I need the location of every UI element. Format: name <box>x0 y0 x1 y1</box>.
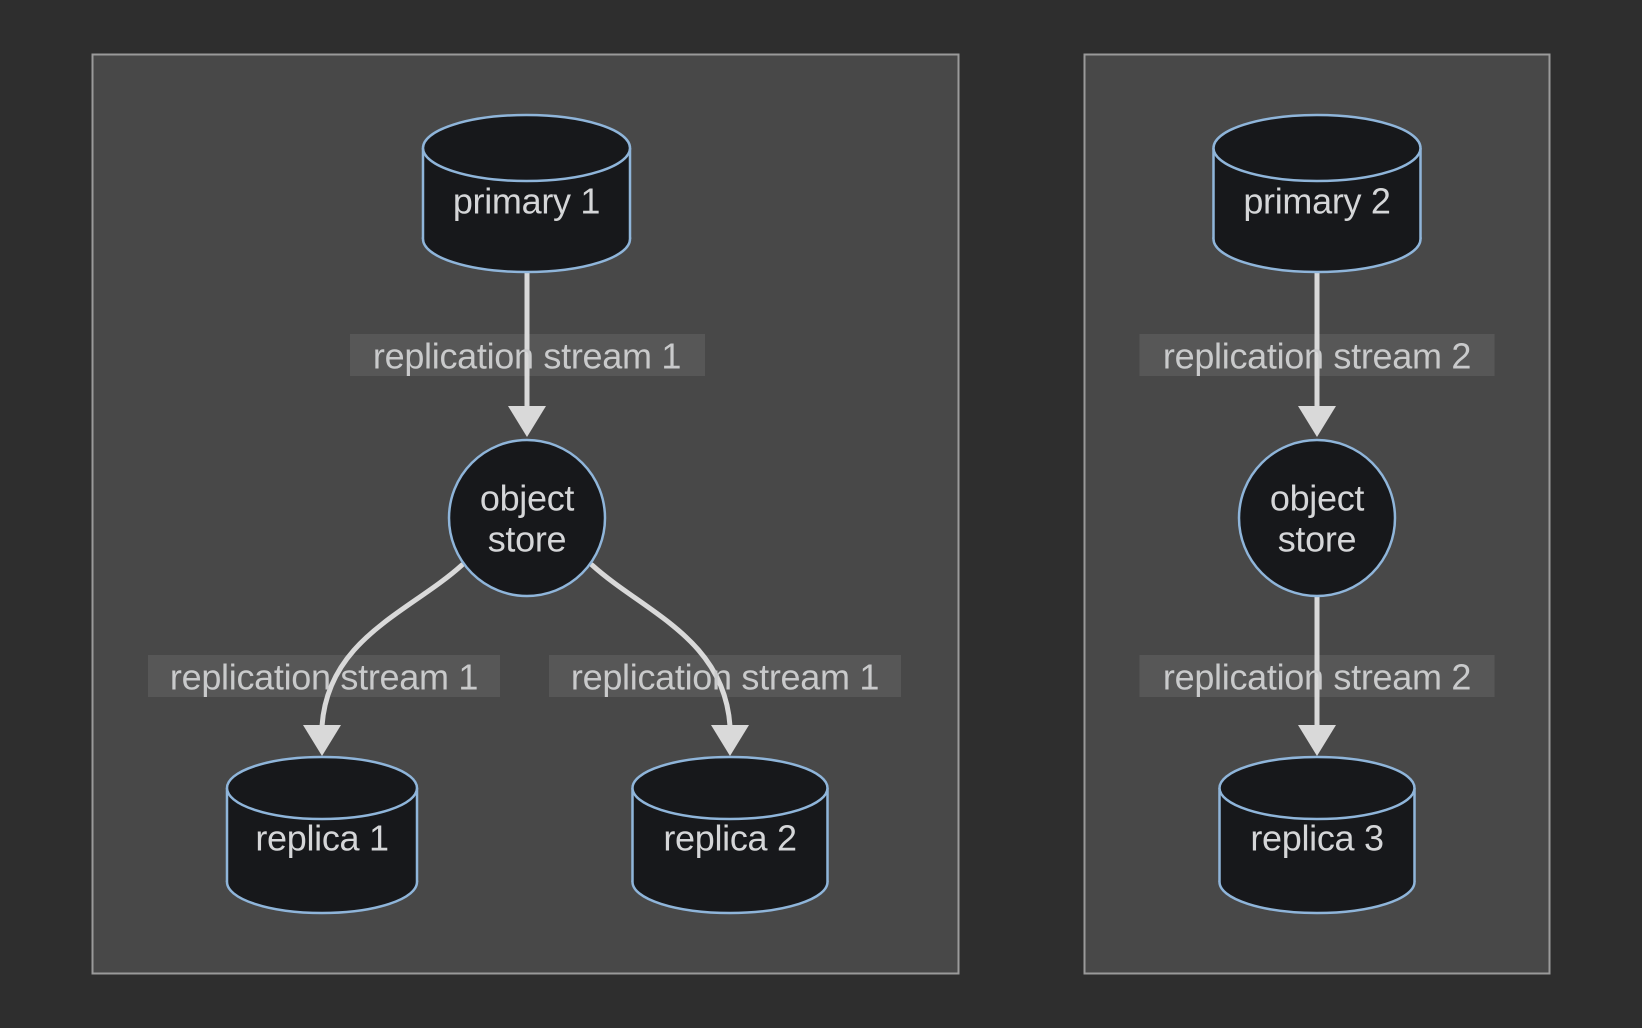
node-label: replica 2 <box>663 818 796 859</box>
edge-objectstore-to-replica3 <box>1298 593 1336 756</box>
arrowhead-down-icon <box>508 406 546 437</box>
edge-label: replication stream 1 <box>571 657 879 698</box>
node-label: object <box>480 478 575 519</box>
node-primary-1: primary 1 <box>421 113 632 274</box>
circle-shape <box>447 438 607 598</box>
node-label: replica 1 <box>255 818 388 859</box>
arrowhead-down-icon <box>1298 725 1336 756</box>
arrowhead-down-icon <box>303 725 341 756</box>
cylinder-top <box>1212 113 1422 183</box>
circle-shape <box>1237 438 1397 598</box>
node-label: primary 1 <box>453 181 600 222</box>
edge-label-bg <box>148 655 500 697</box>
panel-cluster-2: replication stream 2 replication stream … <box>1083 53 1551 975</box>
panel-cluster-1: replication stream 1 replication stream … <box>91 53 960 975</box>
cylinder-top <box>631 755 829 821</box>
edge-label: replication stream 2 <box>1163 336 1471 377</box>
node-label: store <box>488 519 567 560</box>
node-label: store <box>1278 519 1357 560</box>
node-label: primary 2 <box>1243 181 1390 222</box>
node-object-store-1: object store <box>447 438 607 598</box>
edge-primary1-to-objectstore <box>508 269 546 437</box>
edge-primary2-to-objectstore <box>1298 269 1336 437</box>
node-replica-3: replica 3 <box>1218 755 1416 915</box>
node-label: object <box>1270 478 1365 519</box>
node-replica-2: replica 2 <box>631 755 829 915</box>
edge-label: replication stream 1 <box>373 336 681 377</box>
edge-line <box>589 562 733 729</box>
cylinder-top <box>1218 755 1416 821</box>
cylinder-top <box>421 113 632 183</box>
edge-line <box>319 562 465 729</box>
edge-objectstore-to-replica1 <box>303 562 465 756</box>
arrowhead-down-icon <box>711 725 749 756</box>
node-label: replica 3 <box>1250 818 1383 859</box>
node-object-store-2: object store <box>1237 438 1397 598</box>
edge-label: replication stream 2 <box>1163 657 1471 698</box>
cylinder-top <box>225 755 419 821</box>
arrowhead-down-icon <box>1298 406 1336 437</box>
node-primary-2: primary 2 <box>1212 113 1422 274</box>
edge-label: replication stream 1 <box>170 657 478 698</box>
edge-objectstore-to-replica2 <box>589 562 749 756</box>
node-replica-1: replica 1 <box>225 755 419 915</box>
